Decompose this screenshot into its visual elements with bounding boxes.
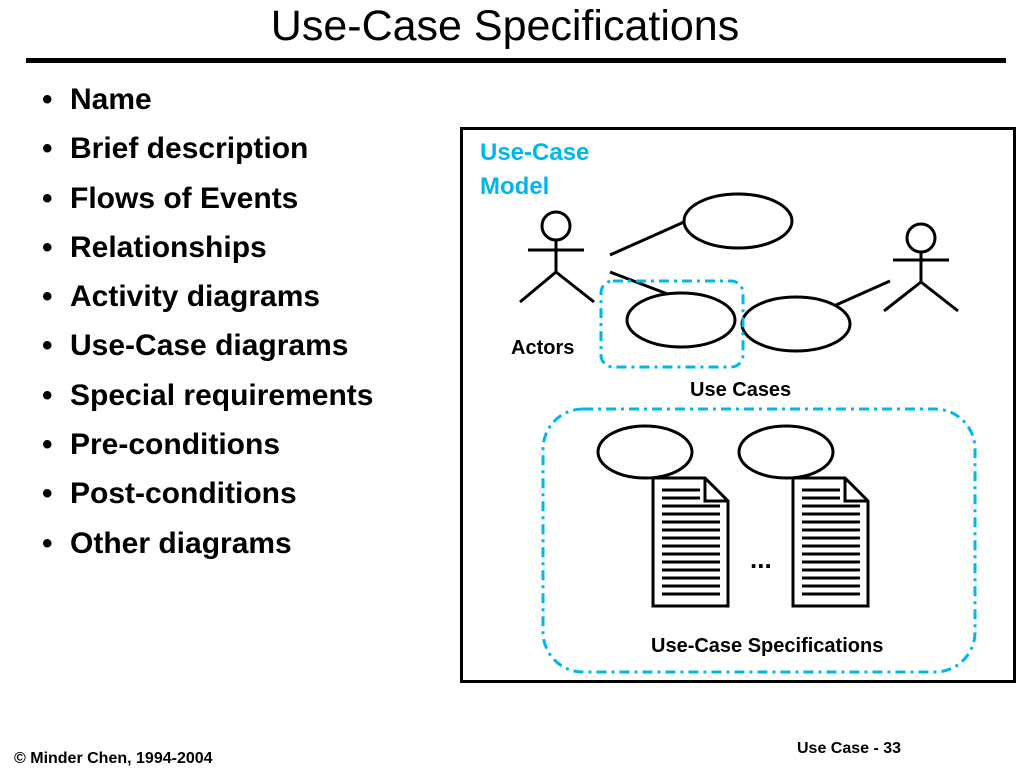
actor-right-icon [883, 222, 959, 313]
specifications-region [541, 407, 977, 674]
use-case-ellipse [596, 424, 694, 480]
bullet-item: Relationships [40, 228, 373, 277]
bullet-item: Flows of Events [40, 179, 373, 228]
use-case-model-diagram: Use-Case Model Actors Use Cases [460, 127, 1016, 683]
slide-title: Use-Case Specifications [270, 2, 740, 50]
diagram-frame [460, 127, 1016, 683]
bullet-item: Name [40, 80, 373, 129]
bullet-item: Pre-conditions [40, 425, 373, 474]
model-label-line: Model [480, 173, 549, 200]
bullet-item: Other diagrams [40, 524, 373, 573]
actors-label: Actors [511, 337, 574, 359]
actor-left-icon [519, 210, 595, 304]
document-icon [791, 476, 870, 608]
specifications-label: Use-Case Specifications [651, 635, 883, 657]
model-label-line: Use-Case [480, 139, 589, 166]
bullet-item: Post-conditions [40, 474, 373, 523]
use-case-ellipse [737, 424, 835, 480]
page-number: Use Case - 33 [797, 740, 902, 757]
document-icon [651, 476, 730, 608]
title-divider [26, 58, 1006, 63]
use-cases-highlight [599, 279, 745, 369]
use-case-ellipse [682, 192, 794, 250]
use-case-ellipse [625, 291, 737, 349]
use-case-ellipse [740, 295, 852, 353]
bullet-item: Use-Case diagrams [40, 326, 373, 375]
bullet-list: Name Brief description Flows of Events R… [40, 80, 373, 573]
model-label: Use-Case Model [480, 139, 596, 200]
copyright-footer: © Minder Chen, 1994-2004 [14, 750, 213, 767]
bullet-item: Activity diagrams [40, 277, 373, 326]
use-cases-label: Use Cases [690, 379, 791, 401]
ellipsis-text: ... [750, 544, 772, 574]
bullet-item: Special requirements [40, 376, 373, 425]
bullet-item: Brief description [40, 129, 373, 178]
